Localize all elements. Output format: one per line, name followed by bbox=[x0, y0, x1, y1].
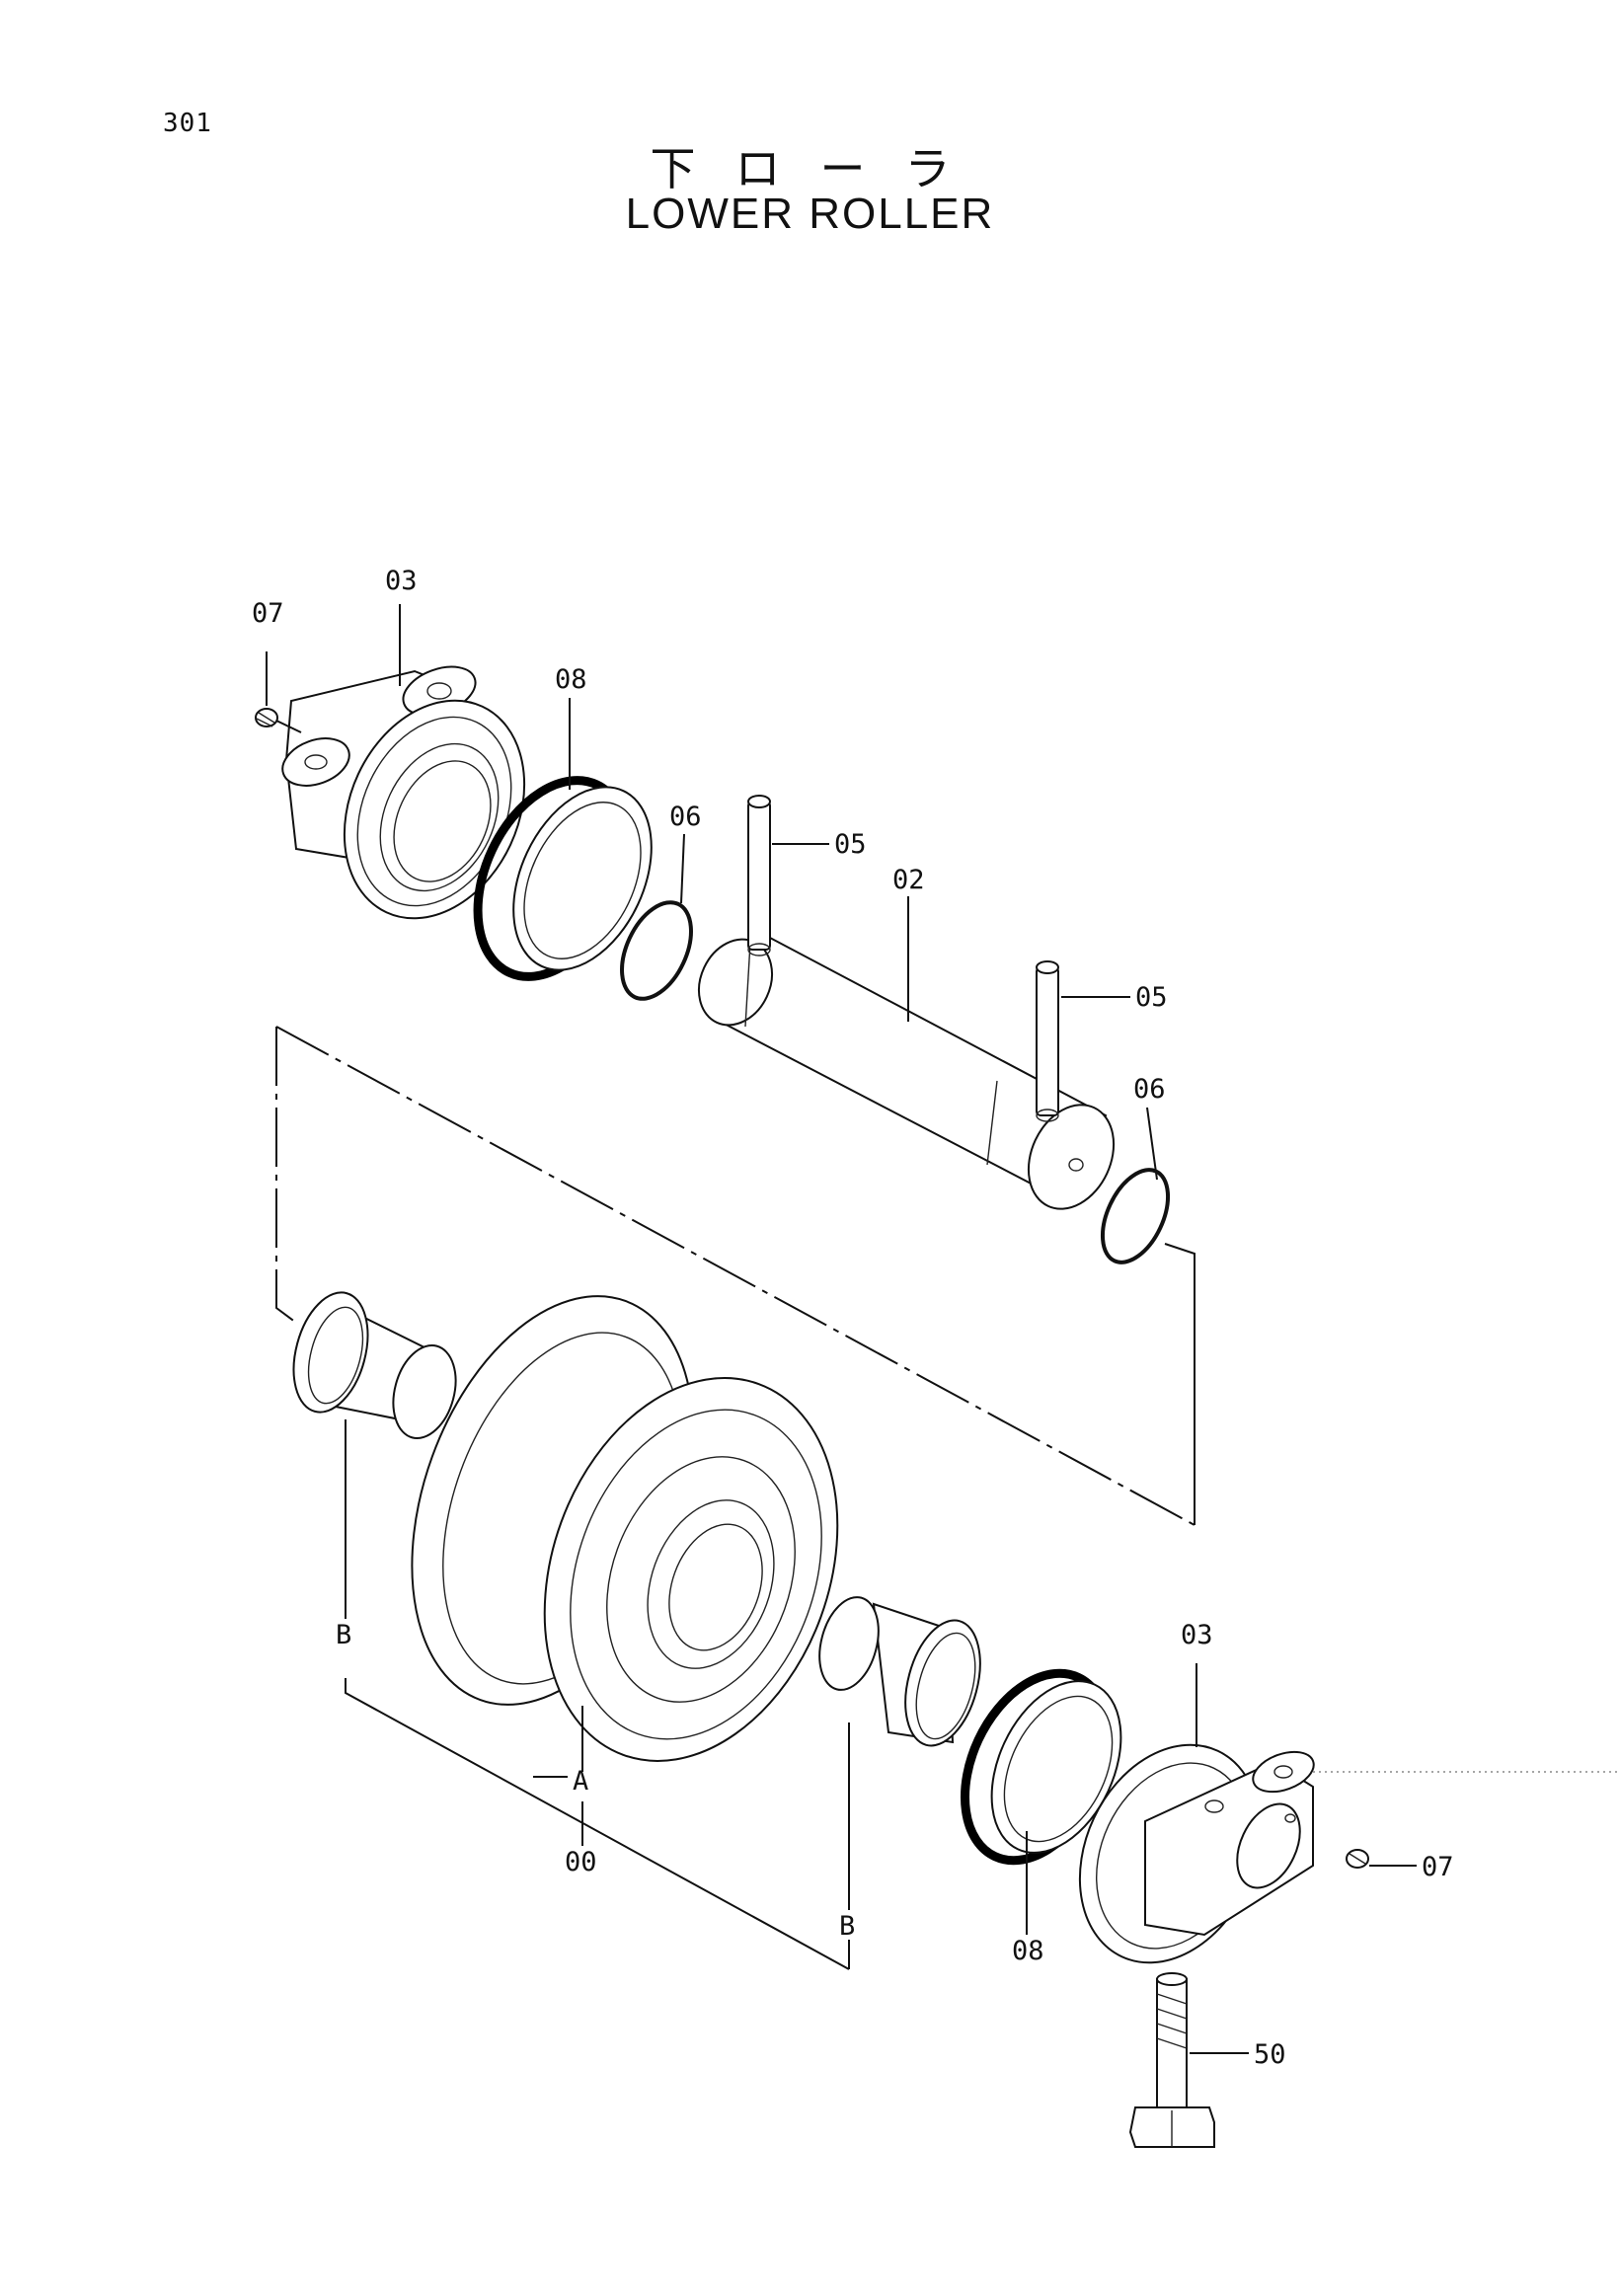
callout-08-lower: 08 bbox=[1012, 1936, 1044, 1966]
callout-03-upper: 03 bbox=[385, 566, 418, 596]
leader-lines bbox=[266, 604, 1620, 2054]
callout-08-upper: 08 bbox=[555, 664, 587, 695]
floating-seal-lower bbox=[960, 1668, 1122, 1866]
page-number: 301 bbox=[163, 109, 212, 138]
callout-07-upper: 07 bbox=[252, 598, 284, 629]
callout-labels: 07 03 08 06 05 02 05 06 B A 00 B 08 03 0… bbox=[252, 566, 1454, 2070]
bearing-housing-upper bbox=[281, 665, 526, 920]
callout-b-right: B bbox=[839, 1911, 855, 1942]
spring-pin-left bbox=[747, 795, 771, 957]
plug-screw-lower bbox=[1346, 1849, 1369, 1869]
callout-05-upper: 05 bbox=[834, 829, 867, 860]
roller-shaft bbox=[698, 936, 1116, 1210]
callout-50: 50 bbox=[1254, 2039, 1286, 2070]
spring-pin-right bbox=[1036, 960, 1059, 1122]
bolt bbox=[1128, 1972, 1215, 2148]
floating-seal-upper bbox=[473, 776, 653, 981]
callout-07-lower: 07 bbox=[1422, 1852, 1454, 1882]
title-english: LOWER ROLLER bbox=[625, 190, 995, 238]
bushing-right bbox=[818, 1596, 981, 1747]
callout-05-lower: 05 bbox=[1135, 982, 1168, 1013]
callout-b-left: B bbox=[336, 1620, 351, 1650]
callout-03-lower: 03 bbox=[1181, 1620, 1213, 1650]
title-japanese: 下ローラ bbox=[650, 142, 990, 195]
bushing-left bbox=[292, 1291, 457, 1440]
bearing-housing-lower bbox=[1078, 1743, 1315, 1964]
callout-06-lower: 06 bbox=[1133, 1074, 1166, 1105]
callout-00: 00 bbox=[565, 1847, 597, 1877]
plug-screw-upper bbox=[255, 708, 278, 727]
callout-06-upper: 06 bbox=[669, 802, 702, 832]
callout-a: A bbox=[573, 1766, 588, 1797]
lower-roller-body bbox=[411, 1295, 839, 1762]
assembly-boundary-lines bbox=[275, 1026, 1196, 1526]
o-ring-upper bbox=[620, 900, 693, 1001]
callout-02: 02 bbox=[892, 865, 925, 895]
